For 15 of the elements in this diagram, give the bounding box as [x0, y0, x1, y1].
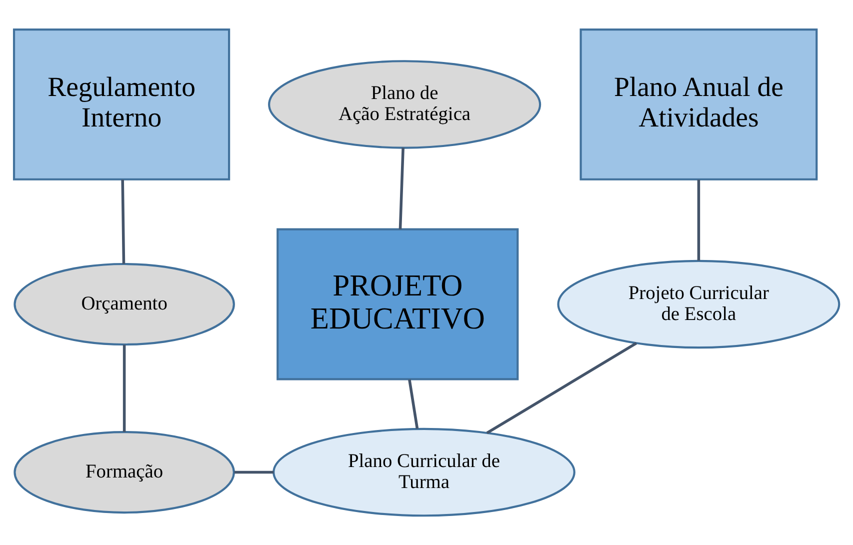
node-ellipse: Plano Curricular de Turma	[272, 428, 576, 517]
connector	[122, 344, 126, 432]
node-ellipse: Projeto Curricular de Escola	[557, 260, 840, 349]
connector	[121, 180, 126, 264]
connector	[408, 379, 419, 429]
connector	[697, 180, 700, 261]
connector	[398, 148, 404, 230]
node-ellipse: Orçamento	[14, 262, 235, 346]
node-ellipse: Plano de Ação Estratégica	[268, 60, 542, 149]
node-box: PROJETO EDUCATIVO	[276, 228, 519, 380]
connector	[486, 342, 638, 434]
connector	[234, 470, 274, 474]
node-box: Plano Anual de Atividades	[580, 28, 818, 180]
node-box: Regulamento Interno	[12, 28, 230, 180]
node-ellipse: Formação	[14, 431, 235, 514]
